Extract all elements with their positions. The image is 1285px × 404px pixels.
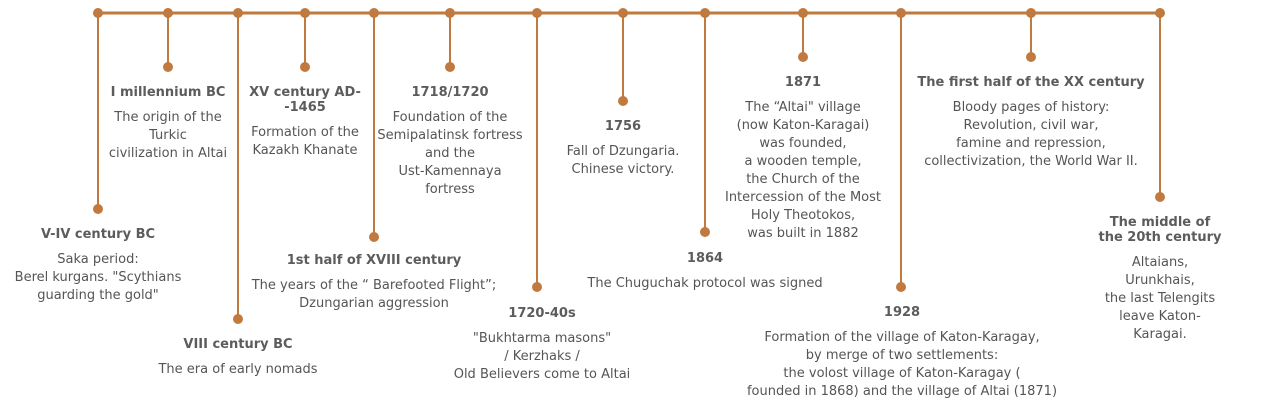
- event-title: 1871: [784, 75, 822, 90]
- event-title: 1756: [604, 119, 642, 134]
- event-label: V-IV century BC Saka period: Berel kurgan…: [15, 227, 182, 305]
- event-description: The years of the “ Barefooted Flight”; D…: [251, 278, 497, 311]
- event-description: Fall of Dzungaria. Chinese victory.: [566, 144, 680, 177]
- event-dot: [93, 204, 103, 214]
- event-label: 1720-40s "Bukhtarma masons" / Kerzhaks / …: [454, 306, 631, 384]
- event-dot: [700, 227, 710, 237]
- event-description: The Chuguchak protocol was signed: [587, 276, 823, 291]
- event-description: Foundation of the Semipalatinsk fortress…: [377, 110, 523, 197]
- event-dot: [798, 52, 808, 62]
- timeline-dot: [896, 8, 906, 18]
- event-dot: [618, 96, 628, 106]
- event-dot: [1026, 52, 1036, 62]
- timeline-dot: [445, 8, 455, 18]
- event-description: The era of early nomads: [158, 362, 318, 377]
- event-label: I millennium BC The origin of the Turkic …: [109, 85, 227, 163]
- event-title: 1928: [883, 305, 921, 320]
- timeline-dot: [369, 8, 379, 18]
- timeline-dot: [532, 8, 542, 18]
- event-dot: [163, 62, 173, 72]
- event-description: Bloody pages of history: Revolution, civ…: [924, 100, 1138, 169]
- event-dot: [896, 282, 906, 292]
- event-description: Saka period: Berel kurgans. "Scythians g…: [14, 252, 182, 303]
- event-title: 1864: [686, 251, 724, 266]
- event-title: 1720-40s: [508, 306, 576, 321]
- event-description: The origin of the Turkic civilization in…: [108, 110, 228, 161]
- event-dot: [369, 232, 379, 242]
- event-description: Altaians, Urunkhais, the last Telengits …: [1104, 255, 1216, 342]
- timeline-dot: [798, 8, 808, 18]
- event-title: The middle of the 20th century: [1098, 215, 1222, 245]
- event-description: The “Altai" village (now Katon-Karagai) …: [724, 100, 882, 241]
- event-description: Formation of the Kazakh Khanate: [251, 125, 359, 158]
- event-title: 1st half of XVIII century: [286, 253, 462, 268]
- event-dot: [532, 282, 542, 292]
- event-title: V-IV century BC: [40, 227, 156, 242]
- event-title: VIII century BC: [183, 337, 293, 352]
- event-label: VIII century BC The era of early nomads: [158, 337, 317, 379]
- timeline-dot: [233, 8, 243, 18]
- event-description: Formation of the village of Katon-Karaga…: [746, 330, 1058, 399]
- event-title: The first half of the XX century: [917, 75, 1145, 90]
- event-dot: [445, 62, 455, 72]
- event-title: I millennium BC: [110, 85, 226, 100]
- event-title: XV century AD- -1465: [249, 85, 361, 115]
- event-dot: [1155, 192, 1165, 202]
- event-dot: [300, 62, 310, 72]
- timeline-dot: [618, 8, 628, 18]
- event-title: 1718/1720: [411, 85, 489, 100]
- event-description: "Bukhtarma masons" / Kerzhaks / Old Beli…: [453, 331, 631, 382]
- timeline-dot: [1026, 8, 1036, 18]
- event-dot: [233, 314, 243, 324]
- timeline-dot: [700, 8, 710, 18]
- timeline-dot: [1155, 8, 1165, 18]
- timeline-dot: [163, 8, 173, 18]
- timeline-dot: [300, 8, 310, 18]
- timeline-dot: [93, 8, 103, 18]
